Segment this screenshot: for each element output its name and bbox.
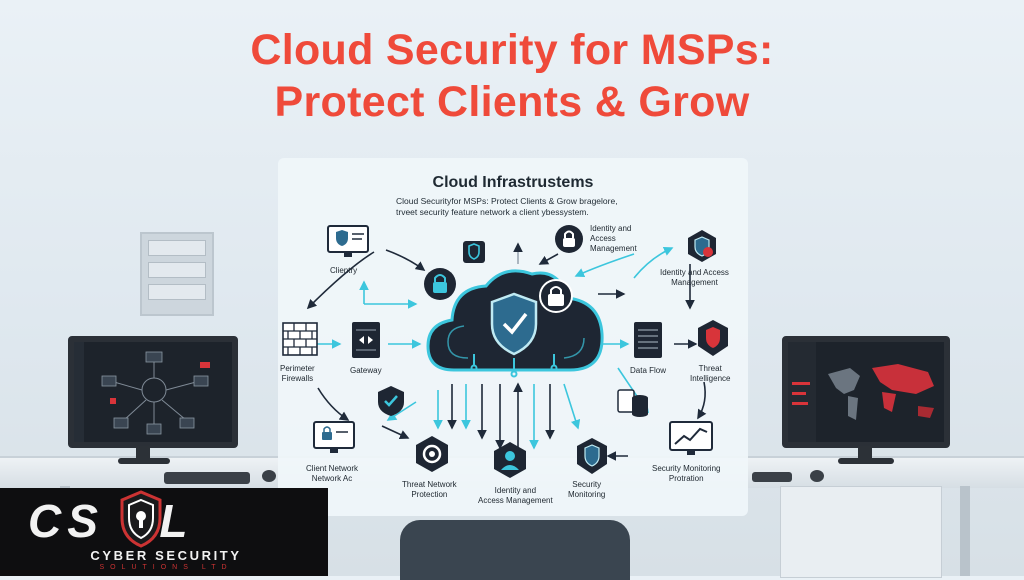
label-threat-network-line-1: Threat Network bbox=[402, 480, 457, 489]
label-sec-mon-line-1: Security bbox=[572, 480, 602, 489]
label-perimeter-firewalls: Perimeter Firewalls bbox=[280, 364, 315, 384]
label-iam-bottom-line-1: Identity and bbox=[494, 486, 537, 495]
label-security-monitoring-protration: Security Monitoring Protration bbox=[652, 464, 720, 484]
monitor-stand bbox=[858, 446, 872, 460]
lock-icon bbox=[424, 268, 456, 300]
label-client-network: Client Network Network Ac bbox=[306, 464, 358, 484]
office-chair bbox=[400, 520, 630, 580]
user-icon bbox=[494, 442, 526, 478]
mouse bbox=[810, 470, 824, 482]
shield-icon bbox=[698, 320, 728, 356]
label-threat-network-line-2: Protection bbox=[411, 490, 448, 499]
label-sec-mon-prot-line-1: Security Monitoring bbox=[652, 464, 721, 473]
logo-wordmark: CS SL bbox=[28, 495, 194, 547]
server-icon bbox=[634, 322, 662, 358]
monitor-base bbox=[838, 458, 894, 464]
label-sec-mon-prot-line-2: Protration bbox=[668, 474, 704, 483]
label-perimeter-line-2: Firewalls bbox=[281, 374, 314, 383]
diagram-subheading-line-1: Cloud Securityfor MSPs: Protect Clients … bbox=[396, 196, 618, 206]
gear-icon bbox=[416, 436, 448, 472]
diagram-heading: Cloud Infrastrustems bbox=[432, 174, 594, 191]
monitor-base bbox=[118, 458, 170, 464]
label-iam-top-line-1: Identity and bbox=[590, 224, 632, 233]
desk-cabinet bbox=[780, 486, 942, 578]
lock-icon bbox=[555, 225, 583, 253]
label-security-monitoring: Security Monitoring bbox=[568, 480, 605, 500]
label-iam-top: Identity and Access Management bbox=[590, 224, 637, 254]
keyboard bbox=[164, 472, 250, 484]
label-iam-right-line-2: Management bbox=[671, 278, 718, 287]
label-client-network-line-2: Network Ac bbox=[311, 474, 353, 483]
label-iam-top-line-2: Access bbox=[590, 234, 616, 243]
diagram-subheading: Cloud Securityfor MSPs: Protect Clients … bbox=[396, 196, 656, 218]
label-threat-intelligence: Threat Intelligence bbox=[690, 364, 730, 384]
label-threat-network-protection: Threat Network Protection bbox=[402, 480, 457, 500]
label-iam-bottom: Identity and Access Management bbox=[478, 486, 553, 506]
label-client-network-line-1: Client Network bbox=[306, 464, 359, 473]
shield-icon bbox=[688, 230, 716, 262]
label-iam-top-line-3: Management bbox=[590, 244, 637, 253]
gateway-icon bbox=[352, 322, 380, 358]
background-server-rack bbox=[140, 232, 214, 316]
database-icon bbox=[617, 389, 648, 417]
chart-icon bbox=[669, 421, 713, 455]
diagram-subheading-line-2: trveet security feature network a client… bbox=[396, 207, 589, 217]
right-monitor bbox=[782, 336, 950, 448]
shield-icon bbox=[120, 490, 162, 548]
diagram-panel: Cloud Infrastrustems Cloud Securityfor M… bbox=[278, 158, 748, 516]
label-iam-bottom-line-2: Access Management bbox=[478, 496, 553, 505]
lock-icon bbox=[539, 279, 573, 313]
page-title: Cloud Security for MSPs: Protect Clients… bbox=[0, 24, 1024, 128]
company-logo: CS SL CYBER SECURITY SOLUTIONS LTD bbox=[0, 488, 328, 576]
title-line-2: Protect Clients & Grow bbox=[274, 78, 750, 126]
shield-icon bbox=[577, 438, 607, 474]
logo-tagline: CYBER SECURITY bbox=[90, 548, 242, 563]
world-map-icon bbox=[788, 342, 944, 442]
logo-tagline-small: SOLUTIONS LTD bbox=[99, 564, 233, 571]
label-threat-intel-line-2: Intelligence bbox=[690, 374, 731, 383]
label-iam-right: Identity and Access Management bbox=[660, 268, 729, 288]
mouse bbox=[262, 470, 276, 482]
shield-icon bbox=[378, 386, 404, 416]
monitor-icon bbox=[327, 225, 369, 257]
desk-leg bbox=[960, 486, 970, 576]
monitor-icon bbox=[313, 421, 355, 453]
monitor-stand bbox=[136, 446, 150, 460]
network-diagram-icon bbox=[74, 342, 232, 442]
label-gateway: Gateway bbox=[350, 366, 382, 375]
label-threat-intel-line-1: Threat bbox=[698, 364, 722, 373]
label-data-flow: Data Flow bbox=[630, 366, 667, 375]
left-monitor bbox=[68, 336, 238, 448]
label-sec-mon-line-2: Monitoring bbox=[568, 490, 606, 499]
title-line-1: Cloud Security for MSPs: bbox=[250, 26, 774, 74]
firewall-icon bbox=[282, 322, 318, 356]
shield-icon bbox=[463, 241, 485, 263]
label-iam-right-line-1: Identity and Access bbox=[660, 268, 729, 277]
label-clientry: Clientry bbox=[330, 266, 358, 275]
keyboard bbox=[752, 472, 792, 482]
label-perimeter-line-1: Perimeter bbox=[280, 364, 315, 373]
